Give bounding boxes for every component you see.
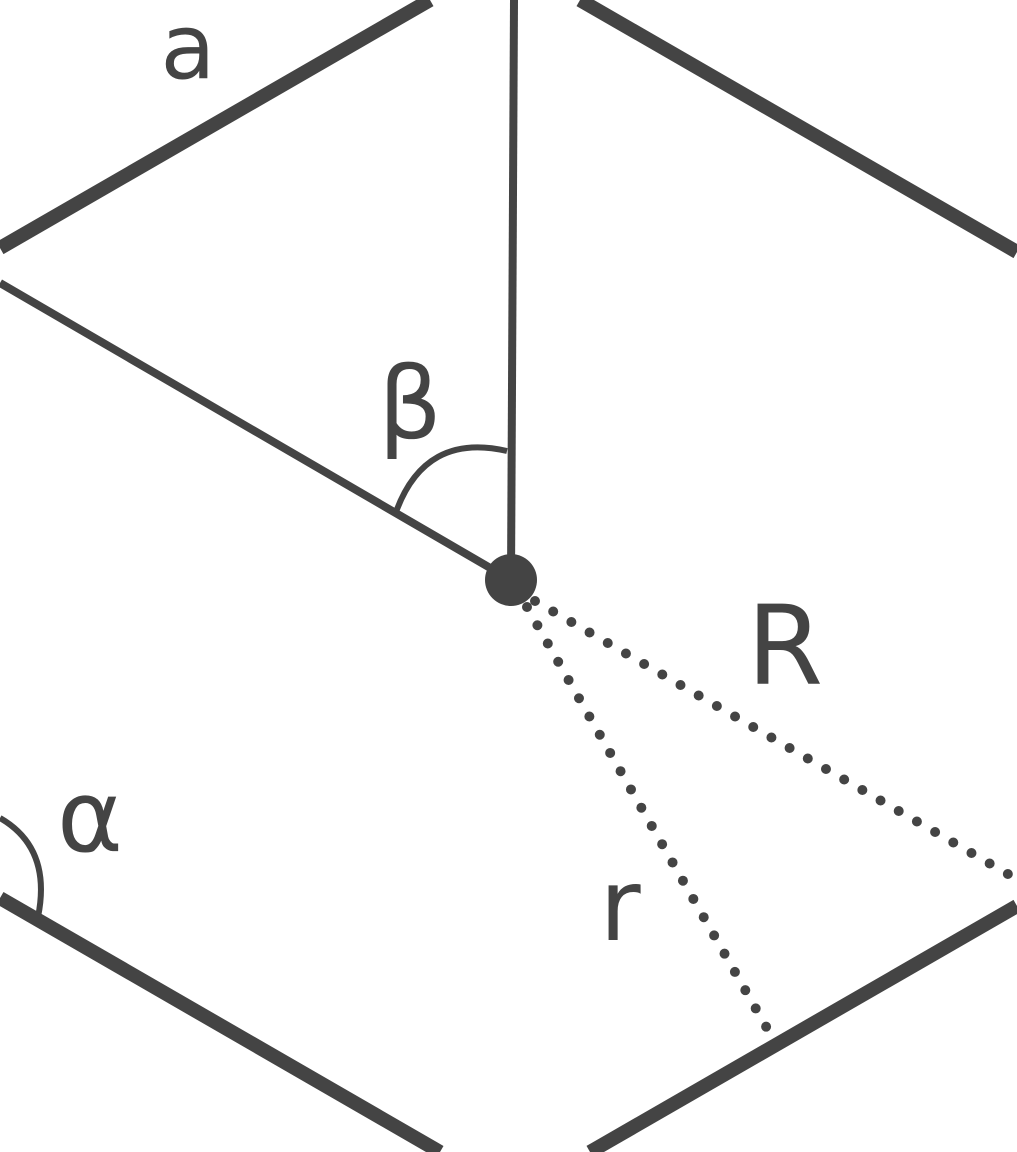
circumradius-label: R [747, 582, 823, 710]
side-label: a [160, 0, 215, 100]
inradius-label: r [599, 847, 641, 964]
angle-arcs [0, 444, 508, 918]
triangle-side-left [0, 279, 514, 584]
hexagon-edge-bottom-right [586, 899, 1017, 1152]
radius-lines [522, 596, 1017, 1035]
circumradius-line [530, 596, 1017, 882]
angle-beta-label: β [378, 345, 442, 462]
hexagon-edge-bottom-left [0, 891, 444, 1152]
center-triangle-sides [0, 0, 518, 584]
angle-arc-beta [393, 444, 508, 514]
inradius-line [522, 602, 773, 1035]
angle-arc-alpha [0, 815, 44, 918]
triangle-side-vertical [507, 0, 518, 581]
center-point [485, 554, 537, 606]
hexagon-edge-top-right [576, 0, 1017, 259]
angle-alpha-label: α [57, 758, 123, 875]
hexagon-edge-top-left [0, 0, 434, 255]
